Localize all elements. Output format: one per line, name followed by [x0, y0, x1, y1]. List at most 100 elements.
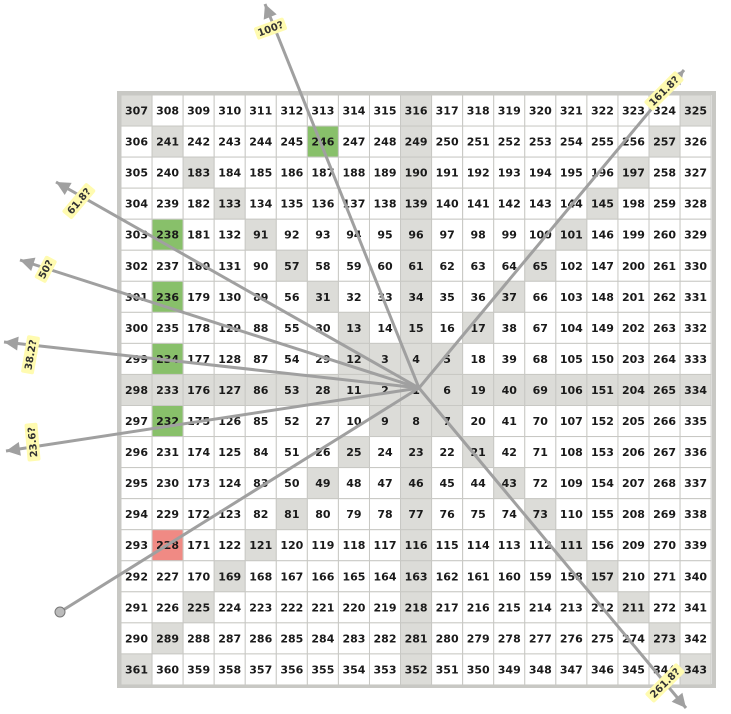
grid-cell-number: 244 — [249, 136, 272, 149]
grid-cell-number: 108 — [560, 446, 583, 459]
grid-cell-number: 60 — [377, 260, 393, 273]
grid-cell-number: 264 — [653, 353, 676, 366]
grid-cell-number: 268 — [653, 477, 676, 490]
ray-handle-dot[interactable] — [54, 606, 66, 618]
ray-arrowhead — [263, 4, 277, 20]
grid-cell-bg — [431, 249, 464, 282]
grid-cell-number: 351 — [436, 663, 459, 676]
grid-cell: 98 — [462, 218, 495, 251]
grid-cell: 13 — [337, 311, 370, 344]
grid-cell-bg — [400, 94, 433, 127]
grid-cell-number: 312 — [280, 105, 303, 118]
grid-cell: 222 — [275, 591, 308, 624]
grid-cell: 154 — [586, 467, 619, 500]
grid-cell: 16 — [431, 311, 464, 344]
grid-cell-number: 195 — [560, 167, 583, 180]
grid-cell-number: 359 — [187, 663, 210, 676]
ray-line — [3, 340, 420, 390]
grid-cell: 329 — [679, 218, 712, 251]
grid-cell-number: 190 — [405, 167, 428, 180]
grid-cell-bg — [617, 187, 650, 220]
grid-cell: 116 — [400, 529, 433, 562]
grid-cell-bg — [524, 498, 557, 531]
grid-cell: 114 — [462, 529, 495, 562]
grid-cell-number: 233 — [156, 384, 179, 397]
grid-cell-bg — [368, 498, 402, 531]
grid-cell: 24 — [368, 436, 402, 469]
grid-cell-number: 166 — [311, 570, 334, 583]
grid-cell-bg — [679, 249, 712, 282]
grid-cell: 217 — [431, 591, 464, 624]
grid-cell-number: 333 — [684, 353, 707, 366]
grid-cell-number: 332 — [684, 322, 707, 335]
grid-cell-number: 315 — [374, 105, 397, 118]
grid-cell-number: 127 — [218, 384, 241, 397]
grid-cell-bg — [679, 498, 712, 531]
grid-cell: 188 — [337, 156, 370, 189]
grid-cell-number: 248 — [374, 136, 397, 149]
grid-cell-bg — [679, 560, 712, 593]
grid-cell-bg — [213, 436, 246, 469]
grid-cell-number: 148 — [591, 291, 614, 304]
grid-cell: 233 — [151, 373, 184, 407]
grid-cell: 191 — [431, 156, 464, 189]
grid-cell: 207 — [617, 467, 650, 500]
grid-cell-number: 11 — [346, 384, 361, 397]
grid-cell-number: 338 — [684, 508, 707, 521]
grid-cell-number: 37 — [502, 291, 517, 304]
grid-cell-number: 16 — [439, 322, 455, 335]
grid-cell-number: 106 — [560, 384, 583, 397]
grid-cell-number: 278 — [498, 632, 521, 645]
ray-arrowhead — [4, 336, 19, 351]
grid-cell: 247 — [337, 125, 370, 158]
grid-cell-bg — [244, 125, 277, 158]
grid-cell-number: 319 — [498, 105, 521, 118]
grid-cell: 41 — [493, 405, 526, 438]
grid-cell-number: 249 — [405, 136, 428, 149]
grid-cell: 52 — [275, 405, 308, 438]
grid-cell: 196 — [586, 156, 619, 189]
grid-cell-number: 99 — [502, 229, 517, 242]
grid-cell: 335 — [679, 405, 712, 438]
grid-cell-bg — [679, 156, 712, 189]
grid-cell: 272 — [648, 591, 681, 624]
grid-cell-bg — [400, 498, 433, 531]
ray-line — [59, 386, 420, 614]
grid-cell: 319 — [493, 94, 526, 127]
grid-cell-bg — [648, 498, 681, 531]
grid-cell-number: 324 — [653, 105, 676, 118]
grid-cell: 327 — [679, 156, 712, 189]
grid-cell-bg — [524, 436, 557, 469]
grid-cell-number: 137 — [342, 198, 365, 211]
grid-cell: 342 — [679, 622, 712, 655]
grid-cell: 238 — [151, 218, 184, 251]
grid-cell-number: 310 — [218, 105, 241, 118]
grid-cell-number: 254 — [560, 136, 583, 149]
grid-cell-bg — [431, 187, 464, 220]
grid-cell-bg — [586, 249, 619, 282]
grid-cell: 308 — [151, 94, 184, 127]
grid-cell-bg — [679, 342, 712, 375]
grid-cell-bg — [244, 436, 277, 469]
grid-cell-number: 143 — [529, 198, 552, 211]
grid-cell: 343 — [679, 653, 712, 686]
grid-cell-number: 276 — [560, 632, 583, 645]
grid-cell-bg — [306, 591, 339, 624]
grid-cell-bg — [555, 156, 588, 189]
grid-cell: 192 — [462, 156, 495, 189]
grid-cell-number: 153 — [591, 446, 614, 459]
grid-cell: 110 — [555, 498, 588, 531]
grid-cell-number: 42 — [502, 446, 517, 459]
grid-cell-number: 221 — [311, 601, 334, 614]
grid-cell-number: 219 — [374, 601, 397, 614]
grid-cell-bg — [431, 591, 464, 624]
grid-cell: 197 — [617, 156, 650, 189]
grid-cell-number: 287 — [218, 632, 241, 645]
grid-cell-bg — [586, 156, 619, 189]
grid-cell: 25 — [337, 436, 370, 469]
grid-cell-number: 28 — [315, 384, 330, 397]
grid-cell: 4 — [400, 342, 433, 375]
grid-cell-number: 128 — [218, 353, 241, 366]
grid-cell-number: 183 — [187, 167, 210, 180]
grid-cell-number: 250 — [436, 136, 459, 149]
